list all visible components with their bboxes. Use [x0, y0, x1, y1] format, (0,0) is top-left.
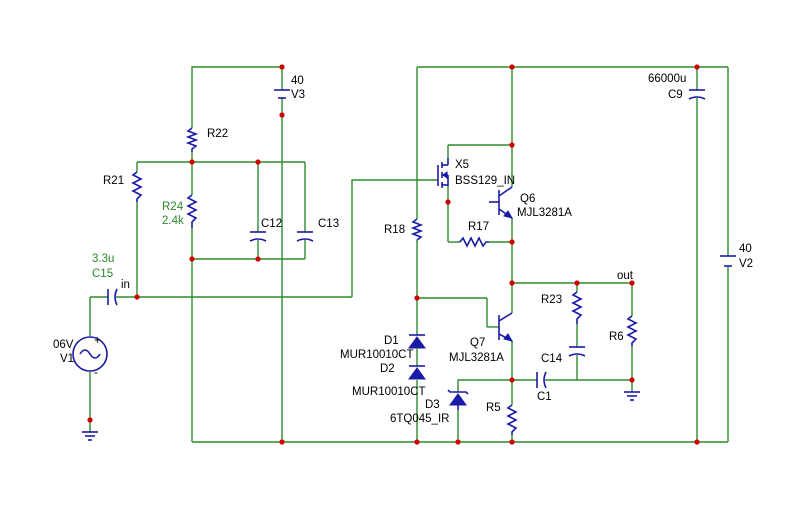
r17-label: R17: [468, 221, 489, 233]
v2-value-label: 40: [739, 243, 752, 255]
c9-value-label: 66000u: [648, 73, 686, 85]
resistor-r22[interactable]: [185, 127, 199, 152]
diode-d3[interactable]: [447, 389, 469, 410]
ground-icon: [82, 431, 98, 441]
d3-name-label: D3: [425, 399, 440, 411]
junction-dots: [87, 64, 700, 445]
c14-label: C14: [541, 353, 563, 365]
resistor-r24[interactable]: [186, 194, 198, 228]
diode-d2[interactable]: [408, 365, 426, 380]
c1-label: C1: [537, 391, 552, 403]
resistor-r18[interactable]: [410, 218, 424, 241]
capacitor-c1[interactable]: [536, 371, 547, 389]
r24-name-label: R24: [162, 201, 184, 213]
c12-label: C12: [261, 218, 282, 230]
c9-name-label: C9: [668, 89, 683, 101]
r6-label: R6: [609, 331, 624, 343]
r24-value-label: 2.4k: [162, 215, 184, 227]
v3-value-label: 40: [291, 75, 304, 87]
r18-label: R18: [384, 224, 405, 236]
v1-value-label: 06V: [53, 339, 74, 351]
transistor-q7[interactable]: [498, 312, 514, 342]
wires: [89, 66, 729, 443]
v1-plus-label: +: [94, 335, 101, 347]
transistor-q6[interactable]: [489, 186, 514, 219]
capacitor-c15[interactable]: [107, 288, 118, 306]
q6-part-label: MJL3281A: [517, 207, 572, 219]
resistor-r5[interactable]: [506, 404, 518, 435]
d1-name-label: D1: [384, 335, 399, 347]
q6-name-label: Q6: [520, 193, 535, 205]
x5-name-label: X5: [455, 159, 469, 171]
c13-label: C13: [318, 218, 339, 230]
d2-part-label: MUR10010CT: [352, 386, 426, 398]
c15-name-label: C15: [92, 268, 113, 280]
r23-label: R23: [541, 294, 562, 306]
d2-name-label: D2: [380, 363, 395, 375]
r5-label: R5: [486, 402, 501, 414]
capacitor-c14[interactable]: [568, 346, 586, 357]
q7-part-label: MJL3281A: [449, 352, 504, 364]
capacitor-c13[interactable]: [296, 231, 314, 242]
resistor-r6[interactable]: [626, 315, 638, 346]
c15-value-label: 3.3u: [92, 253, 114, 265]
capacitor-c12[interactable]: [249, 231, 267, 242]
net-out-label: out: [617, 270, 634, 282]
x5-part-label: BSS129_IN: [455, 175, 515, 187]
diode-d1[interactable]: [408, 334, 426, 366]
resistor-r17[interactable]: [459, 236, 489, 248]
resistor-r23[interactable]: [571, 291, 583, 324]
d3-part-label: 6TQ045_IR: [390, 413, 449, 425]
r21-label: R21: [103, 175, 124, 187]
v1-minus-label: -: [94, 367, 98, 379]
v2-name-label: V2: [739, 258, 753, 270]
labels: 40 V3 R22 R21 R24 2.4k C12 C13 3.3u C15 …: [53, 73, 753, 425]
v1-name-label: V1: [60, 353, 74, 365]
v3-name-label: V3: [291, 89, 305, 101]
q7-name-label: Q7: [470, 337, 485, 349]
ground-icon: [624, 391, 640, 401]
source-v1[interactable]: [72, 336, 108, 372]
resistor-r21[interactable]: [131, 171, 143, 202]
mosfet-x5[interactable]: [437, 158, 449, 188]
net-in-label: in: [121, 279, 130, 291]
d1-part-label: MUR10010CT: [340, 349, 414, 361]
battery-v3[interactable]: [274, 89, 290, 99]
battery-v2[interactable]: [720, 255, 736, 267]
r22-label: R22: [207, 128, 228, 140]
capacitor-c9[interactable]: [688, 89, 706, 100]
